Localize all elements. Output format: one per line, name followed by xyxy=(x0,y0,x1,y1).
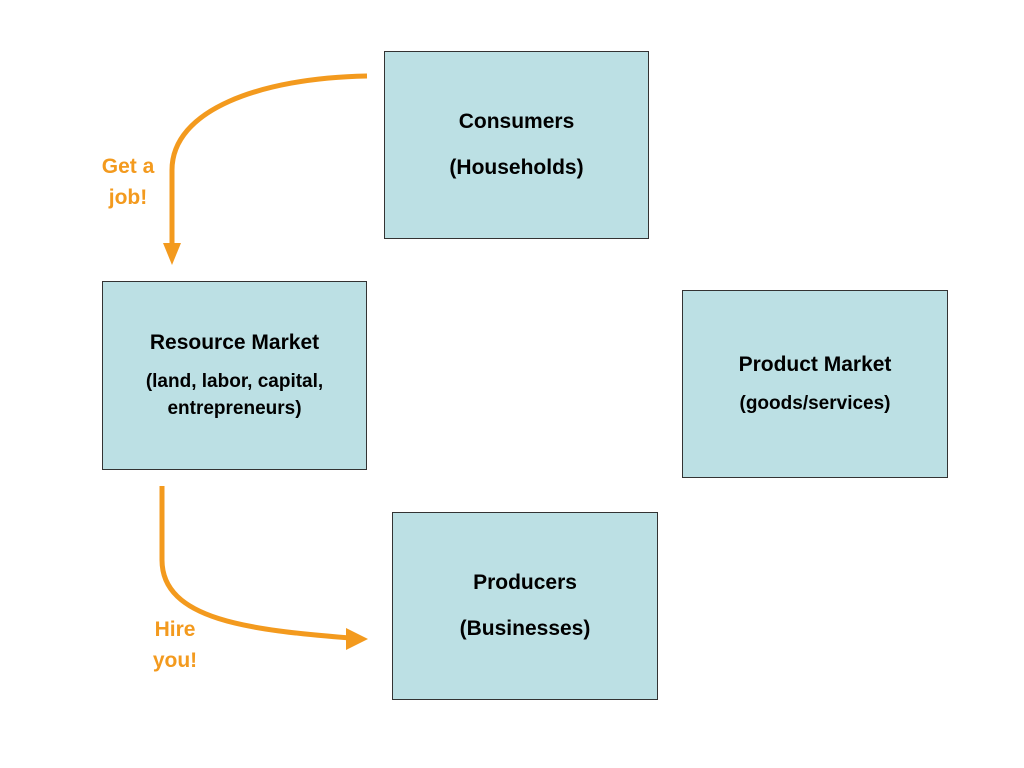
product-market-box: Product Market (goods/services) xyxy=(682,290,948,478)
hire-you-arrowhead xyxy=(346,628,368,650)
product-market-title: Product Market xyxy=(738,352,892,376)
get-job-arrowhead xyxy=(163,243,181,265)
resource-market-subtitle: (land, labor, capital, entrepreneurs) xyxy=(145,370,324,419)
hire-you-label: Hire you! xyxy=(135,614,215,676)
hire-you-label-line1: Hire xyxy=(154,618,196,641)
resource-market-title: Resource Market xyxy=(149,330,320,354)
resource-market-box: Resource Market (land, labor, capital, e… xyxy=(102,281,367,470)
producers-subtitle: (Businesses) xyxy=(459,617,591,640)
producers-title: Producers xyxy=(473,571,577,594)
product-market-subtitle: (goods/services) xyxy=(739,392,891,414)
consumers-box: Consumers (Households) xyxy=(384,51,649,239)
hire-you-label-line2: you! xyxy=(152,649,198,672)
consumers-title: Consumers xyxy=(458,110,575,133)
get-job-label: Get a job! xyxy=(88,151,168,213)
producers-box: Producers (Businesses) xyxy=(392,512,658,700)
get-job-label-line1: Get a xyxy=(101,155,155,178)
get-job-label-line2: job! xyxy=(108,186,148,209)
consumers-subtitle: (Households) xyxy=(449,156,584,179)
get-job-arrow xyxy=(169,73,368,245)
